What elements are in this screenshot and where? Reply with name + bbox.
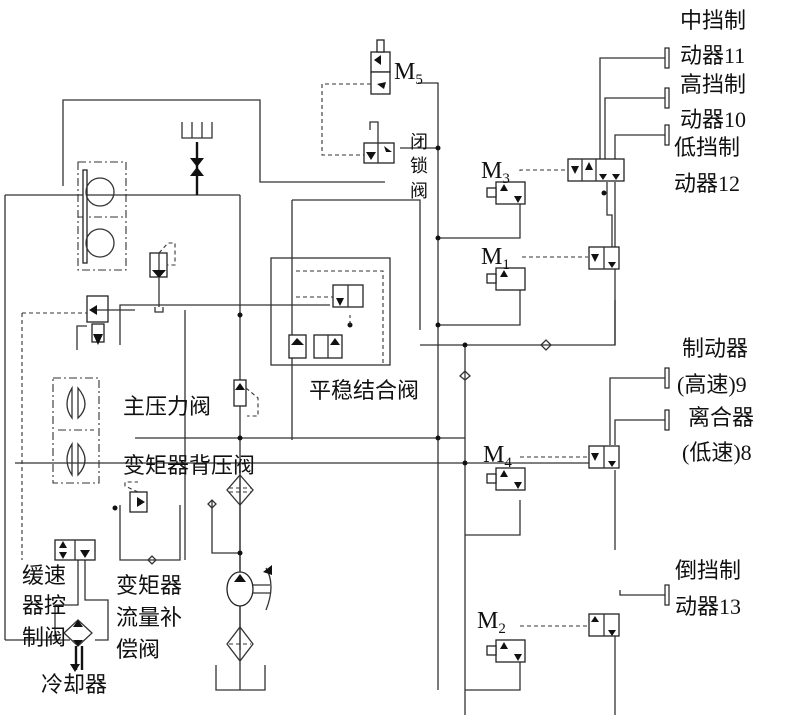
solenoid-label-m2: M2 [477,608,506,637]
valve-m2-pilot [588,613,620,637]
labels: 中挡制 动器11 高挡制 动器10 低挡制 动器12 制动器 (高速)9 离合器… [22,8,754,697]
lockup-valve-label: 闭 [410,132,428,152]
actuator-label: 制动器 [682,336,748,361]
actuator-label: (低速)8 [682,440,752,465]
actuator-label: 动器10 [680,107,746,132]
valve-m4 [486,456,588,491]
actuator-label: 动器12 [674,171,740,196]
retarder-control-valve-label: 缓速 [22,563,66,588]
lockup-valve-label: 阀 [410,181,428,201]
actuator-label: 中挡制 [680,8,746,33]
solenoid-label-m4: M4 [483,442,512,471]
actuator-label: (高速)9 [677,372,747,397]
breather-icon [181,122,213,176]
actuator-symbols [664,47,670,606]
actuator-label: 离合器 [688,405,754,430]
filter-lower [226,625,254,663]
flow-comp-valve-label: 偿阀 [116,637,160,662]
actuator-label: 倒挡制 [675,558,741,583]
filter-upper [226,474,254,506]
actuator-label: 低挡制 [674,135,740,160]
relief-valve-upper [149,242,176,313]
retarder-control-valve-label: 制阀 [22,625,66,650]
pipelines [4,57,665,715]
actuator-label: 动器11 [680,43,745,68]
solenoid-label-m3: M3 [481,158,510,187]
retarder-unit [77,161,127,271]
m5-solenoid-valve [321,39,391,156]
smooth-engagement-valve [270,257,391,366]
valve-m4-pilot [588,445,620,469]
converter-back-pressure-valve-label: 变矩器背压阀 [123,453,255,478]
flow-comp-valve [124,481,148,513]
flow-comp-valve-label: 流量补 [116,605,182,630]
retarder-pressure-valve [21,295,135,560]
flow-comp-valve-label: 变矩器 [116,573,182,598]
smooth-engagement-valve-label: 平稳结合阀 [309,378,419,403]
cooler-icon [63,619,93,672]
main-pressure-valve [233,379,259,417]
valve-m1-pilot [588,246,620,270]
main-pressure-valve-label: 主压力阀 [123,394,211,419]
check-valves [147,339,552,565]
valve-m3-pilot [567,158,625,182]
pump-icon [226,565,272,611]
actuator-label: 动器13 [675,594,741,619]
cooler-label: 冷却器 [41,672,107,697]
actuator-label: 高挡制 [680,72,746,97]
solenoid-label-m5: M5 [394,59,423,88]
valve-m3 [486,169,570,205]
retarder-control-valve [54,539,96,561]
junction-dots [112,145,607,556]
lockup-valve [363,121,395,164]
retarder-control-valve-label: 器控 [22,593,66,618]
torque-converter [52,377,100,484]
lockup-valve-label: 锁 [410,156,428,176]
valve-m1 [486,256,588,291]
tank-icon [215,665,266,691]
solenoid-label-m1: M1 [481,244,510,273]
valve-m2 [486,625,588,663]
